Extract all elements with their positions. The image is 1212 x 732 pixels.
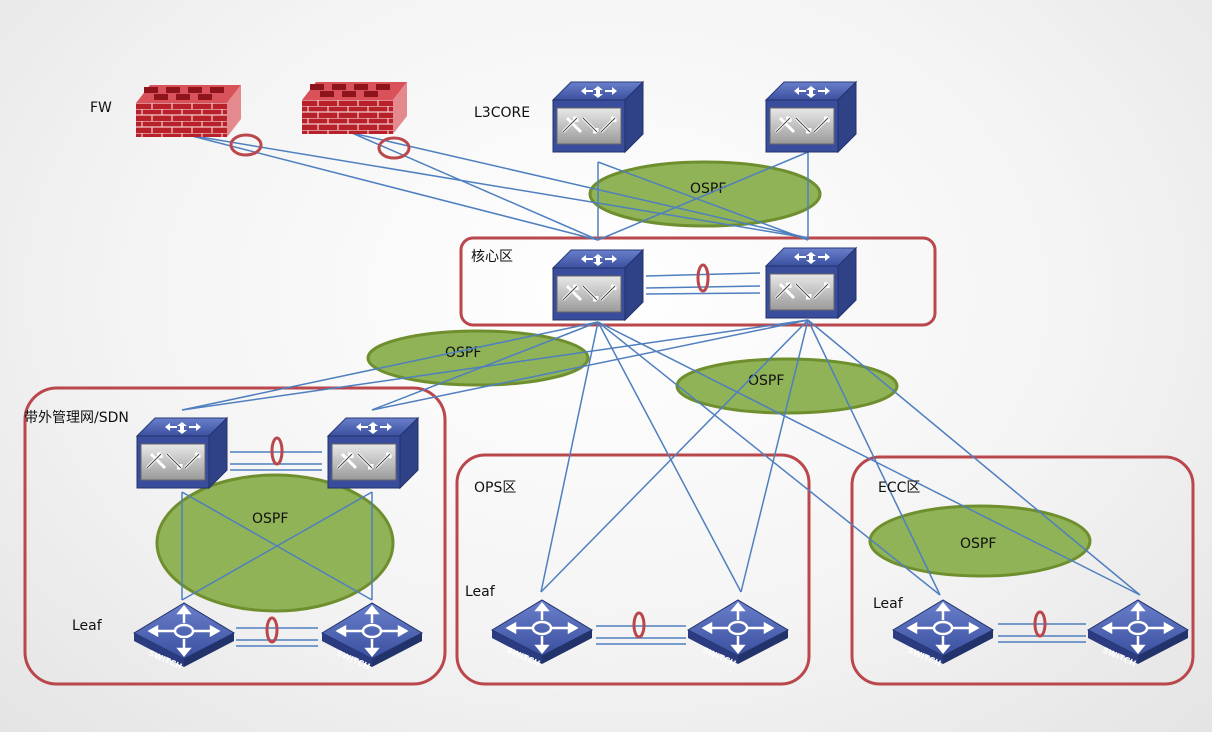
leaf-label-ops: Leaf <box>465 584 496 600</box>
l3core-label: L3CORE <box>474 105 530 121</box>
oob-zone-label: 带外管理网/SDN <box>24 410 129 426</box>
ospf-area-ecc: OSPF <box>868 504 1092 578</box>
firewall-icon <box>302 82 407 134</box>
leaf-switch-icon <box>686 598 790 670</box>
ospf-area-core: OSPF <box>588 160 822 228</box>
core-zone-label: 核心区 <box>471 249 513 265</box>
ospf-area-oob: OSPF <box>155 473 395 613</box>
firewall-icon <box>136 85 241 137</box>
leaf-label-ecc: Leaf <box>873 596 904 612</box>
l3-core-switch-icon <box>764 80 858 154</box>
ospf-label: OSPF <box>690 181 726 197</box>
fw-label: FW <box>90 100 112 116</box>
leaf-switch-icon <box>320 601 424 673</box>
lag-rings <box>229 133 1047 644</box>
ospf-label: OSPF <box>252 511 288 527</box>
ops-zone-label: OPS区 <box>474 480 516 496</box>
oob-switch-icon <box>326 416 420 490</box>
leaf-switch-icon <box>891 598 995 670</box>
core-zone-box <box>459 236 937 327</box>
core-switch-icon <box>764 246 858 320</box>
links <box>181 132 1141 647</box>
ecc-zone-box <box>850 455 1195 686</box>
ecc-zone-label: ECC区 <box>878 480 920 496</box>
ospf-label: OSPF <box>960 536 996 552</box>
ops-zone-box <box>455 453 811 686</box>
leaf-switch-icon <box>490 598 594 670</box>
leaf-label-oob: Leaf <box>72 618 103 634</box>
core-switch-icon <box>551 248 645 322</box>
l3-core-switch-icon <box>551 80 645 154</box>
oob-switch-icon <box>135 416 229 490</box>
oob-zone-box <box>23 386 447 686</box>
leaf-switch-icon <box>132 601 236 673</box>
ospf-label: OSPF <box>748 373 784 389</box>
leaf-switch-icon <box>1086 598 1190 670</box>
